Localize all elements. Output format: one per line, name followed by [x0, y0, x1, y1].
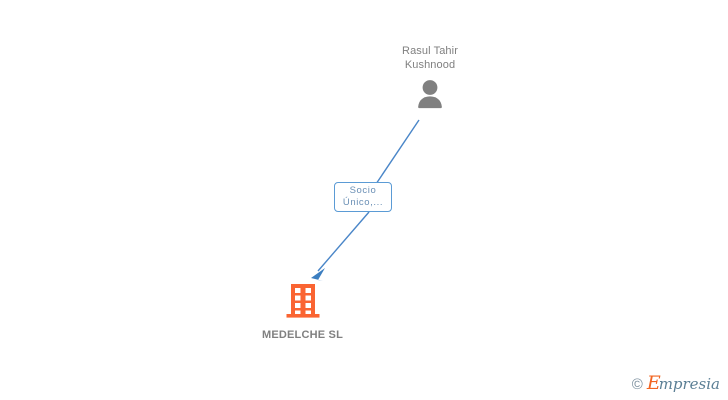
person-name-label: Rasul Tahir Kushnood	[402, 45, 458, 71]
company-icon-container	[240, 284, 365, 318]
building-icon	[286, 284, 319, 318]
edge-segment-label-to-company	[317, 211, 370, 272]
watermark: © Empresia	[632, 374, 720, 394]
edge-segment-person-to-label	[375, 119, 420, 185]
edge-label-socio-unico[interactable]: Socio Único,...	[334, 182, 392, 212]
arrowhead-icon	[311, 268, 325, 281]
copyright-icon: ©	[631, 375, 643, 393]
edge-label-line-1: Socio	[349, 185, 377, 196]
brand-name: Empresia	[647, 374, 720, 394]
node-company[interactable]: MEDELCHE SL	[240, 284, 365, 342]
edge-label-line-2: Único,...	[342, 197, 384, 208]
brand-initial: E	[646, 372, 661, 394]
person-silhouette-icon	[418, 80, 442, 109]
company-name-label: MEDELCHE SL	[261, 329, 344, 341]
node-person[interactable]: Rasul Tahir Kushnood	[370, 44, 490, 112]
person-icon-container	[370, 78, 490, 112]
brand-rest: mpresia	[658, 375, 720, 393]
